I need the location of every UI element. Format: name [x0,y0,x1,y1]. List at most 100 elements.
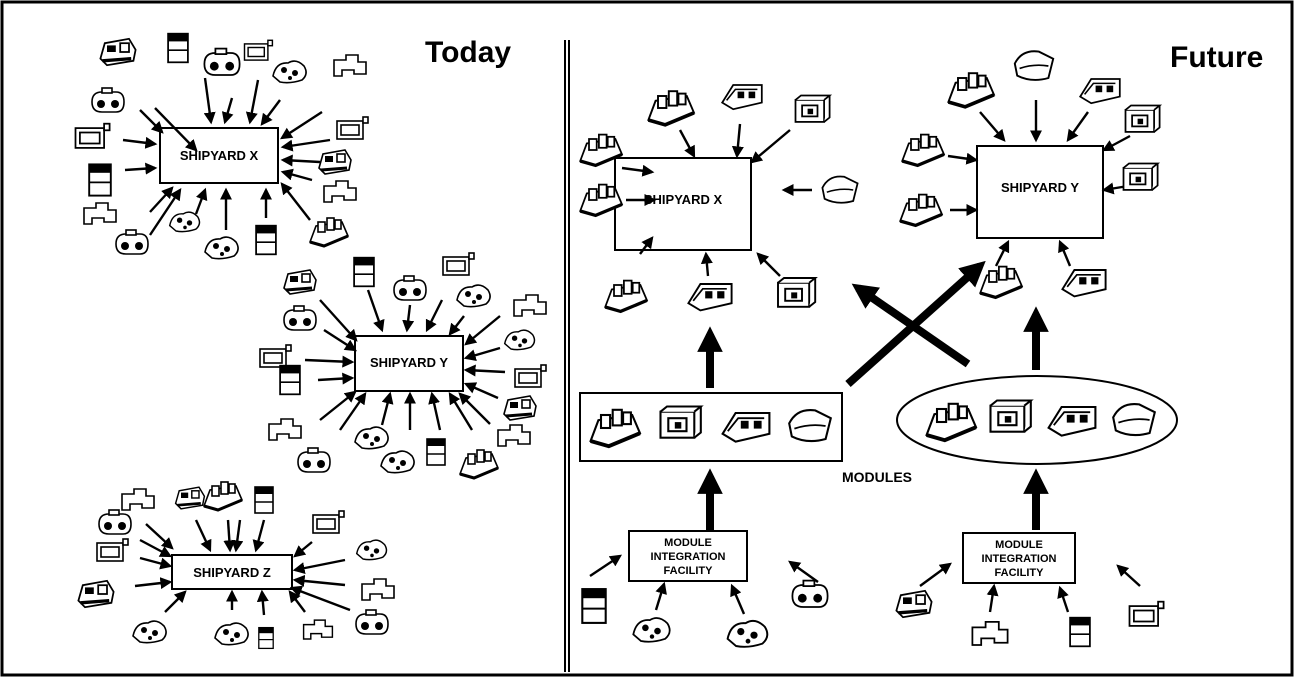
module-block-icon [579,183,624,218]
pipe-icon [971,621,1009,646]
arrow-today-z-8 [134,577,173,590]
box-module-icon [1122,162,1161,191]
arrow-future-y-0 [979,111,1006,142]
today-shipyard-z: SHIPYARD Z [171,554,293,590]
today-shipyard-x-label: SHIPYARD X [180,148,259,163]
frame-icon [442,252,475,276]
pipe-icon [497,424,531,447]
gear-pump-icon [791,579,829,608]
today-title: Today [425,36,511,69]
arrows-layer [122,77,1141,616]
arrow-today-y-14 [339,392,367,431]
gear-pump-icon [297,447,331,473]
gear-pump-icon [91,87,125,113]
hull-section-icon [821,175,859,204]
gear-pump-icon [283,305,317,331]
module-block-icon [308,217,350,248]
pipe-icon [268,418,302,441]
arrow-today-y-10 [317,372,355,385]
modules-label: MODULES [842,469,912,485]
facility-left-line-2: INTEGRATION [651,551,726,563]
module-block-icon [604,279,649,314]
facility-right-line-2: INTEGRATION [982,553,1057,565]
rubble-icon [355,539,388,561]
cabinet-icon [255,224,277,256]
facility-left: MODULE INTEGRATION FACILITY [628,530,748,582]
frame-icon [336,116,369,140]
arrow-future-y-7 [994,239,1010,267]
today-shipyard-y-label: SHIPYARD Y [370,355,448,370]
arrow-today-y-13 [458,392,491,425]
arrow-today-z-12 [256,589,269,616]
cabinet-icon [581,588,607,624]
pipe-icon [361,578,395,601]
arrow-today-z-2 [223,519,236,553]
cabinet-icon [279,364,301,396]
rubble-icon [272,60,307,84]
arrow-today-z-mid [231,519,244,553]
arrow-facility-right-3 [1116,564,1141,587]
arrow-today-x-1 [203,77,216,125]
arrow-today-x-9 [280,154,321,167]
arrow-today-x-17 [280,182,311,221]
rubble-icon [503,329,536,351]
arrow-future-x-1 [731,123,744,159]
facility-right-line-3: FACILITY [995,567,1045,579]
box-module-icon [659,405,704,439]
cabinet-icon [167,32,189,64]
arrow-today-z-5 [293,541,313,558]
engine-icon [895,589,933,619]
big-arrow-cross-to-x [851,283,971,368]
arrow-today-x-12 [149,186,174,213]
panel-divider [564,40,570,672]
today-shipyard-z-label: SHIPYARD Z [193,565,271,580]
arrow-future-y-3 [1101,134,1131,152]
cabinet-icon [353,256,375,288]
arrow-today-z-4 [139,538,173,558]
facility-left-line-1: MODULE [664,537,712,549]
arrow-today-z-13 [288,590,306,613]
rubble-icon [168,211,201,233]
engine-icon [318,149,352,175]
engine-icon [283,269,317,295]
module-block-icon [202,481,244,512]
modules-group-ellipse [896,375,1178,465]
hull-section-icon [788,408,833,443]
arrow-facility-left-1 [654,581,667,611]
arrow-today-y-5 [464,315,501,346]
arrow-facility-right-2 [1057,585,1070,613]
arrow-today-y-15 [380,391,394,426]
gear-pump-icon [393,275,427,301]
arrow-today-x-2 [221,97,234,125]
console-block-icon [1047,405,1097,437]
frame-icon [312,510,345,534]
module-block-icon [925,402,978,443]
arrow-facility-right-1 [986,583,999,613]
arrow-today-y-0 [319,299,358,342]
module-block-icon [947,72,996,109]
arrow-today-z-3 [252,519,266,553]
arrow-today-y-2 [402,304,415,333]
rubble-icon [204,236,239,260]
console-block-icon [721,411,771,443]
today-shipyard-x: SHIPYARD X [159,127,279,184]
arrow-today-x-0 [154,107,198,152]
rubble-icon [456,284,491,308]
arrow-facility-left-0 [589,554,622,577]
engine-icon [77,579,115,609]
arrow-future-x-7 [700,251,713,277]
arrow-today-y-17 [428,391,442,431]
module-block-icon [979,265,1024,300]
arrow-future-x-2 [750,129,791,164]
frame-icon [74,122,111,149]
hull-section-icon [1013,50,1055,81]
arrow-future-y-8 [1058,239,1072,267]
arrow-today-z-top [145,523,174,550]
rubble-icon [214,622,249,646]
icons-layer [74,32,1165,650]
rubble-icon [726,619,769,648]
big-arrows-layer [697,260,1049,530]
arrow-today-y-6 [323,328,358,352]
engine-icon [174,486,206,510]
